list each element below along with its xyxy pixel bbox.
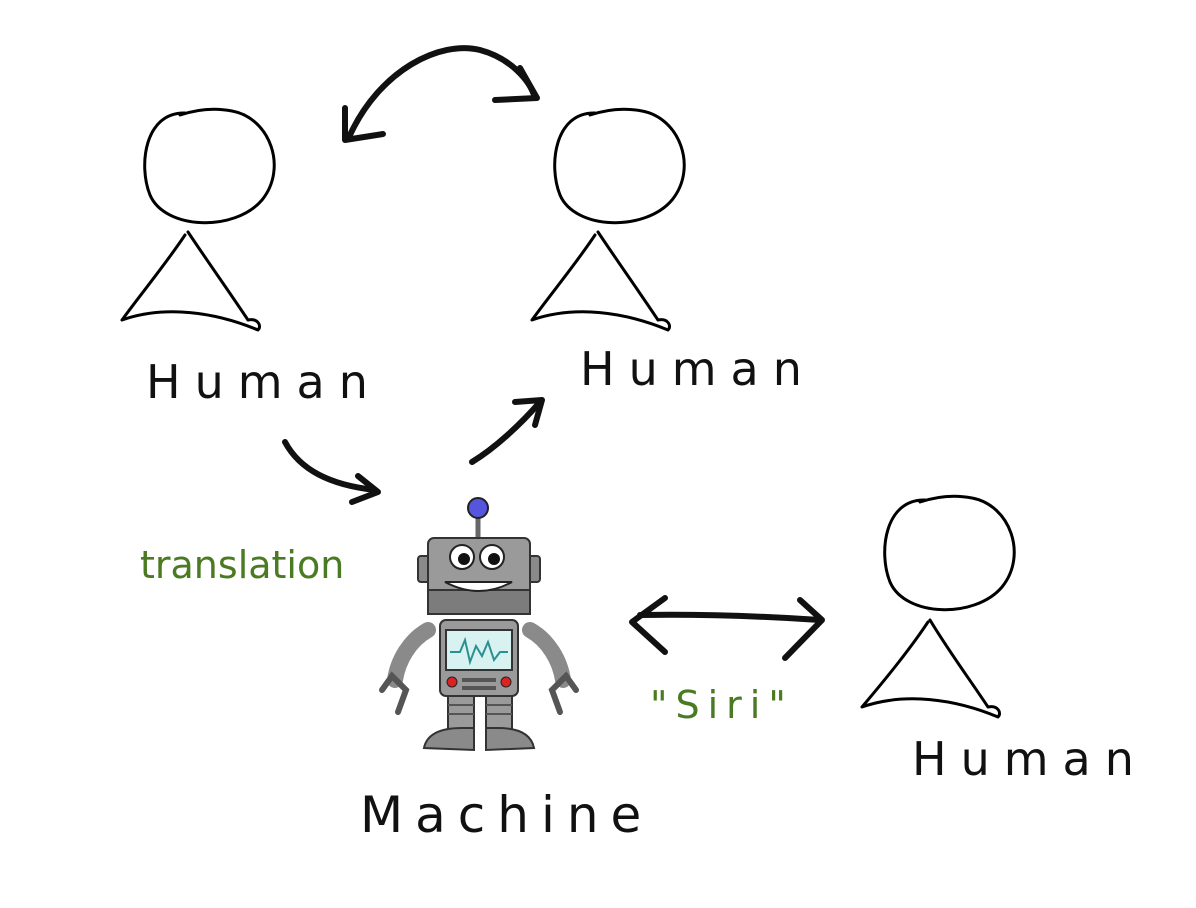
human-label-bottom-right: Human	[912, 732, 1148, 786]
human-figure-top-right	[530, 107, 686, 332]
double-arrow-human-human-top	[342, 45, 540, 143]
human-figure-top-left	[120, 107, 276, 332]
human-label-top-right: Human	[580, 342, 816, 396]
arrow-machine-to-human	[469, 397, 545, 465]
human-figure-bottom-right	[860, 494, 1016, 719]
translation-annotation: translation	[140, 543, 344, 587]
human-label-top-left: Human	[146, 355, 382, 409]
arrow-human-to-machine	[282, 439, 381, 505]
siri-annotation: "Siri"	[650, 683, 794, 727]
machine-label: Machine	[360, 786, 653, 844]
double-arrow-machine-human	[629, 595, 825, 661]
robot-icon	[379, 497, 579, 752]
